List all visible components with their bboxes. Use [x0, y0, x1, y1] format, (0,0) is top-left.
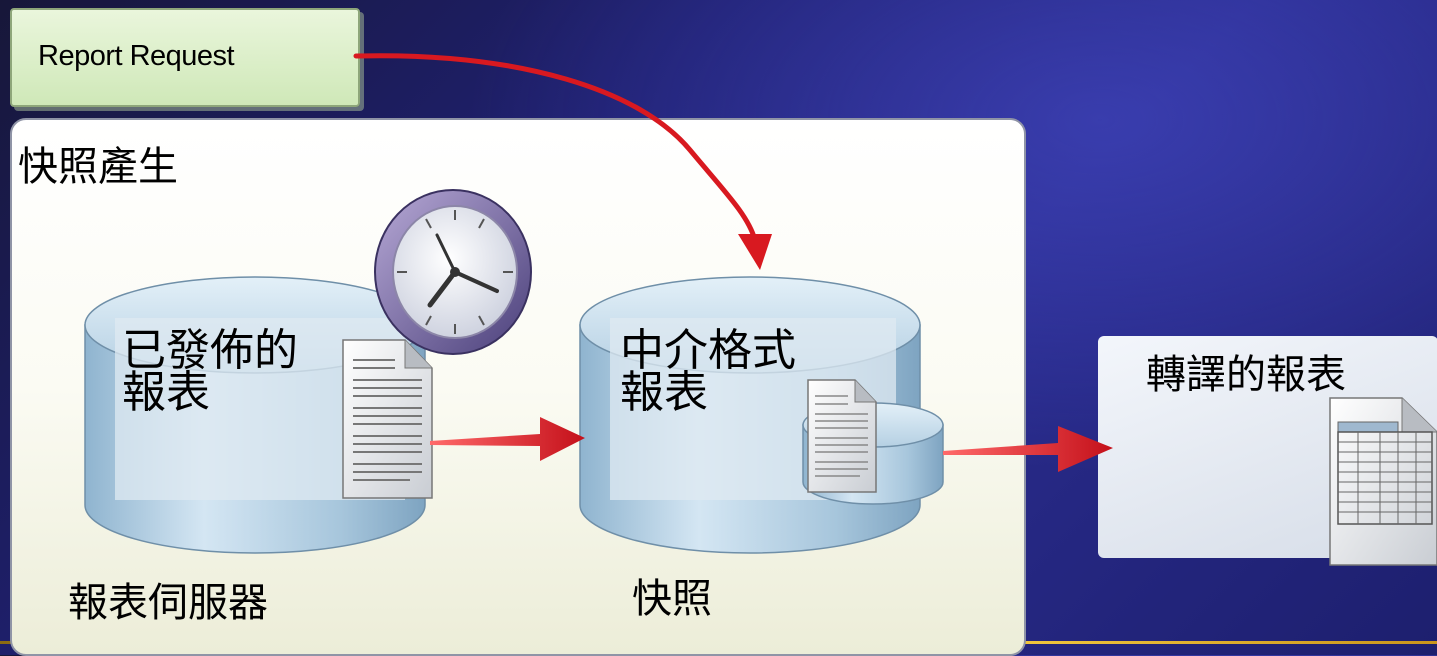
snapshot-document-icon — [807, 379, 877, 493]
report-request-label: Report Request — [38, 40, 235, 72]
report-request-box: Report Request — [10, 8, 360, 107]
published-reports-label: 已發佈的 報表 — [122, 325, 298, 418]
intermediate-format-line2: 報表 — [620, 367, 708, 418]
arrow-to-intermediate — [430, 417, 585, 461]
spreadsheet-icon — [1329, 397, 1437, 566]
document-icon — [342, 339, 433, 499]
arrow-to-rendered — [943, 426, 1113, 472]
published-reports-line1: 已發佈的 — [122, 325, 298, 376]
panel-title: 快照產生 — [18, 144, 178, 190]
rendered-report-label: 轉譯的報表 — [1146, 352, 1346, 398]
clock-icon — [374, 189, 532, 355]
published-reports-line2: 報表 — [122, 367, 210, 418]
intermediate-format-label: 中介格式 報表 — [620, 325, 796, 418]
intermediate-format-line1: 中介格式 — [620, 325, 796, 376]
snapshot-label: 快照 — [632, 576, 712, 622]
report-server-label: 報表伺服器 — [68, 580, 268, 626]
request-arrow — [353, 53, 772, 270]
